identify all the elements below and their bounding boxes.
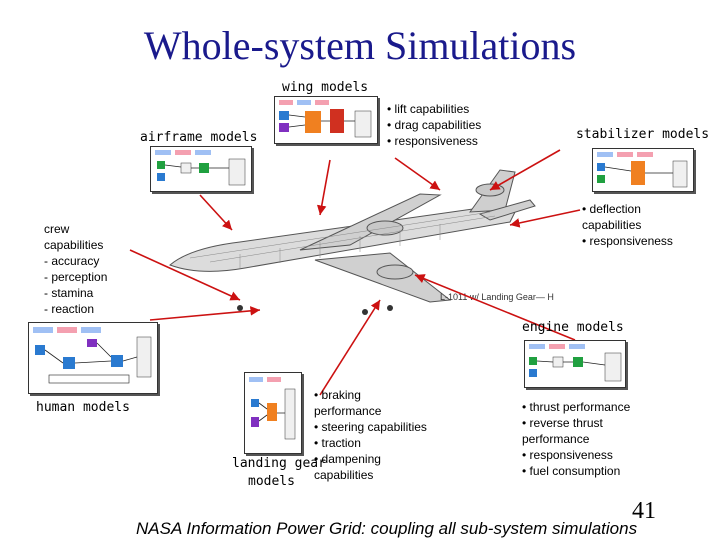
note-line: • fuel consumption [522, 464, 621, 478]
landing-gear-capabilities-list: • braking performance • steering capabil… [314, 387, 427, 483]
wing-capabilities-list: • lift capabilities • drag capabilities … [387, 101, 481, 149]
note-line: • drag capabilities [387, 118, 482, 132]
stabilizer-model-thumbnail [592, 148, 694, 192]
wing-models-label: wing models [282, 80, 369, 95]
aircraft-caption: L-1011 w/ Landing Gear— H [440, 292, 554, 302]
note-line: • responsiveness [582, 234, 673, 248]
note-line: • dampening [314, 452, 381, 466]
crew-capabilities-list: crew capabilities - accuracy - perceptio… [44, 221, 107, 315]
airframe-models-label: airframe models [140, 130, 258, 145]
note-line: • deflection [582, 202, 641, 216]
aircraft-illustration: L-1011 w/ Landing Gear— H [169, 169, 554, 315]
human-model-thumbnail [28, 322, 158, 394]
note-line: - stamina [44, 286, 94, 300]
wing-model-thumbnail [274, 96, 378, 144]
note-line: • thrust performance [522, 400, 631, 414]
note-line: • steering capabilities [314, 420, 427, 434]
note-line: - reaction [44, 302, 95, 315]
note-line: • braking [314, 388, 361, 402]
landing-gear-model-thumbnail [244, 372, 302, 454]
airframe-model-thumbnail [150, 146, 252, 192]
stabilizer-capabilities-list: • deflection capabilities • responsivene… [582, 201, 673, 249]
stabilizer-models-label: stabilizer models [576, 127, 710, 142]
note-line: • lift capabilities [387, 102, 470, 116]
engine-model-thumbnail [524, 340, 626, 388]
page-title: Whole-system Simulations [143, 23, 577, 68]
note-line: • responsiveness [522, 448, 613, 462]
note-line: performance [314, 404, 382, 418]
note-line: performance [522, 432, 590, 446]
engine-models-label: engine models [522, 320, 624, 335]
human-models-label: human models [36, 400, 130, 415]
note-line: capabilities [44, 238, 104, 252]
note-line: • reverse thrust [522, 416, 603, 430]
note-line: capabilities [582, 218, 642, 232]
engine-capabilities-list: • thrust performance • reverse thrust pe… [522, 399, 630, 479]
page-number: 41 [632, 498, 656, 524]
landing-gear-label-line2: models [248, 474, 295, 489]
footer-caption: NASA Information Power Grid: coupling al… [136, 519, 638, 538]
note-line: - perception [44, 270, 108, 284]
note-line: capabilities [314, 468, 374, 482]
note-line: crew [44, 222, 70, 236]
note-line: • responsiveness [387, 134, 478, 148]
note-line: - accuracy [44, 254, 100, 268]
landing-gear-label-line1: landing gear [232, 456, 326, 471]
note-line: • traction [314, 436, 361, 450]
